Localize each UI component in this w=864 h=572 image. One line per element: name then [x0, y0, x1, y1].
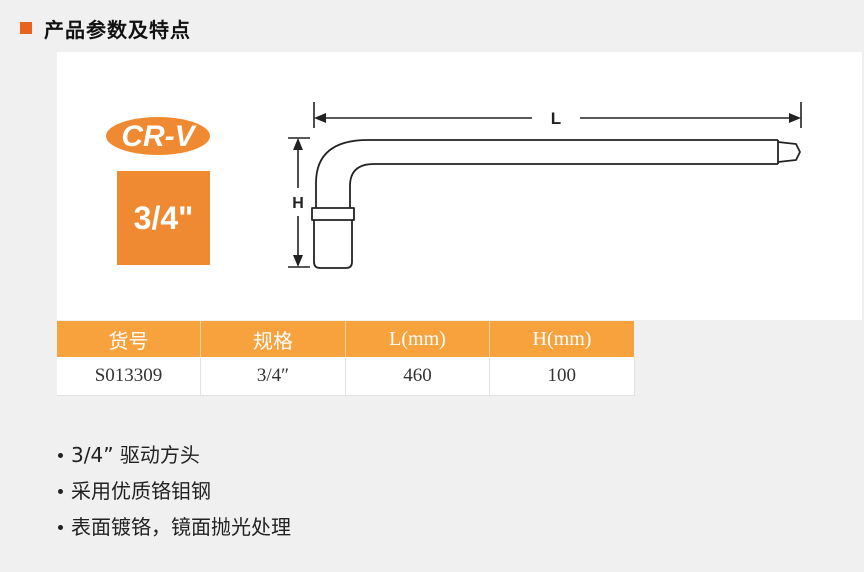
- spec-table: 货号 规格 L(mm) H(mm) S013309 3/4″ 460 100: [57, 321, 635, 396]
- bullet-icon: [58, 452, 63, 458]
- length-dimension: [313, 102, 802, 128]
- section-marker-icon: [20, 22, 32, 34]
- drive-size-badge: 3/4": [117, 171, 210, 265]
- col-header-height: H(mm): [489, 321, 634, 357]
- section-header: 产品参数及特点: [20, 14, 191, 42]
- cell-spec: 3/4″: [200, 357, 346, 396]
- crv-badge-text: CR-V: [121, 120, 197, 153]
- feature-text: 表面镀铬，镜面抛光处理: [71, 515, 291, 539]
- cell-length: 460: [345, 357, 490, 396]
- length-label: L: [551, 109, 561, 128]
- list-item: 表面镀铬，镜面抛光处理: [58, 509, 291, 545]
- height-dimension: [288, 137, 310, 268]
- feature-text: 采用优质铬钼钢: [71, 479, 211, 503]
- col-header-length: L(mm): [345, 321, 490, 357]
- list-item: 采用优质铬钼钢: [58, 473, 291, 509]
- cell-sku: S013309: [57, 357, 201, 396]
- table-header-row: 货号 规格 L(mm) H(mm): [57, 321, 634, 357]
- list-item: 3/4” 驱动方头: [58, 437, 291, 473]
- col-header-spec: 规格: [200, 321, 346, 357]
- crv-badge: CR-V: [106, 117, 210, 155]
- col-header-sku: 货号: [57, 321, 201, 357]
- feature-list: 3/4” 驱动方头 采用优质铬钼钢 表面镀铬，镜面抛光处理: [58, 437, 291, 545]
- bullet-icon: [58, 524, 63, 530]
- table-row: S013309 3/4″ 460 100: [57, 357, 635, 396]
- feature-text: 3/4” 驱动方头: [71, 443, 200, 467]
- l-wrench-diagram: L H: [288, 102, 802, 269]
- section-title: 产品参数及特点: [44, 17, 191, 42]
- height-label: H: [292, 195, 304, 212]
- cell-height: 100: [489, 357, 635, 396]
- bullet-icon: [58, 488, 63, 494]
- wrench-body: [311, 139, 801, 269]
